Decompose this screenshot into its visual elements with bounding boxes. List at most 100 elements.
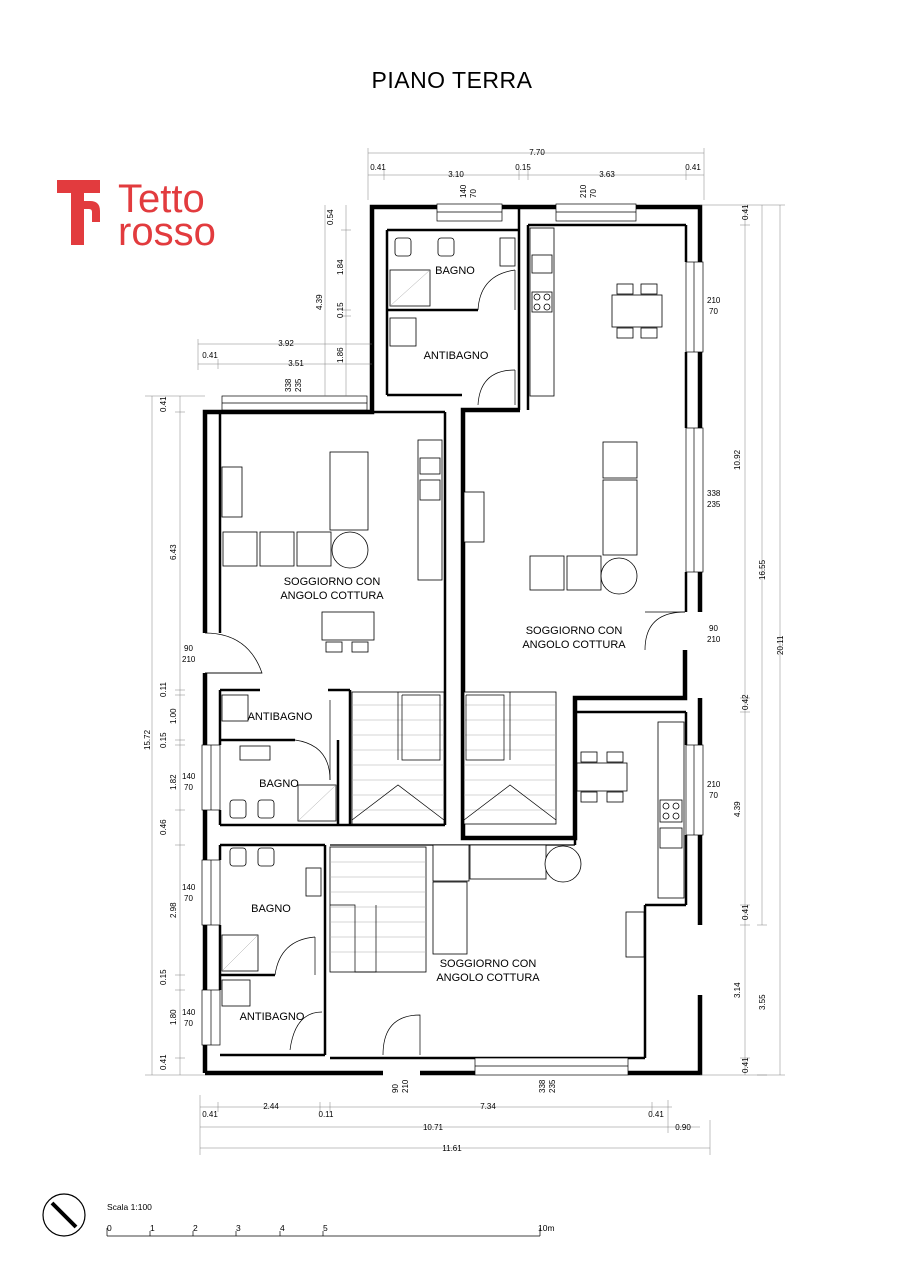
dim-l-182: 1.82 <box>169 774 178 790</box>
stair-steps <box>351 692 557 821</box>
dim-bottom-door-b: 210 <box>401 1079 410 1093</box>
room-label-soggiorno-3a: SOGGIORNO CON <box>440 958 537 970</box>
dim-right-win-2b: 235 <box>707 500 721 509</box>
stair-steps-2 <box>330 861 426 973</box>
dim-win-top-1b: 70 <box>469 189 478 198</box>
dim-bottom-win-a: 338 <box>538 1079 547 1093</box>
scale-tick-5: 5 <box>323 1223 328 1233</box>
dim-b-041a: 0.41 <box>202 1110 218 1119</box>
dim-win-top-2b: 70 <box>589 189 598 198</box>
dim-win-left-1a: 140 <box>182 772 196 781</box>
dim-r-2011: 20.11 <box>776 635 785 655</box>
dim-r-042: 0.42 <box>741 694 750 710</box>
dim-r-439: 4.39 <box>733 801 742 817</box>
dim-right-door-a: 90 <box>709 624 718 633</box>
dim-l-015a: 0.15 <box>159 732 168 748</box>
dim-top-c: 0.15 <box>515 163 531 172</box>
north-arrow-icon <box>42 1193 86 1237</box>
scale-tick-0: 0 <box>107 1223 112 1233</box>
dimension-labels: 7.70 0.41 3.10 0.15 3.63 0.41 140 70 210… <box>143 148 785 1153</box>
room-label-soggiorno-3b: ANGOLO COTTURA <box>436 972 540 984</box>
dim-win-left-2b: 70 <box>184 894 193 903</box>
dim-r-1092: 10.92 <box>733 449 742 470</box>
dim-l-041b: 0.41 <box>159 1054 168 1070</box>
dim-win-left-3a: 140 <box>182 1008 196 1017</box>
logo-mark-icon <box>57 180 100 245</box>
room-label-soggiorno-2a: SOGGIORNO CON <box>526 625 623 637</box>
dim-right-win-1a: 210 <box>707 296 721 305</box>
room-label-bagno-2: BAGNO <box>259 778 299 790</box>
dim-r-041b: 0.41 <box>741 904 750 920</box>
room-label-soggiorno-2b: ANGOLO COTTURA <box>522 639 626 651</box>
walls <box>202 204 703 1076</box>
scale-tick-2: 2 <box>193 1223 198 1233</box>
dim-top-e: 0.41 <box>685 163 701 172</box>
dimension-lines <box>145 148 785 1155</box>
dim-top-d: 3.63 <box>599 170 615 179</box>
dim-b-041b: 0.41 <box>648 1110 664 1119</box>
dim-top-b: 3.10 <box>448 170 464 179</box>
dim-r-314: 3.14 <box>733 982 742 998</box>
scale-bar: Scala 1:100 0 1 2 3 4 5 10m <box>106 1202 555 1237</box>
dim-win-left-1b: 70 <box>184 783 193 792</box>
dim-left-a: 0.54 <box>326 209 335 225</box>
dim-top-a: 0.41 <box>370 163 386 172</box>
dim-r-041c: 0.41 <box>741 1057 750 1073</box>
dim-bottom-door-a: 90 <box>391 1084 400 1093</box>
room-label-antibagno-2: ANTIBAGNO <box>248 711 313 723</box>
dim-b-011: 0.11 <box>319 1110 335 1119</box>
dim-top-total: 7.70 <box>529 148 545 157</box>
dim-b-244: 2.44 <box>263 1102 279 1111</box>
scale-tick-1: 1 <box>150 1223 155 1233</box>
logo-text-2: rosso <box>118 210 216 254</box>
room-label-soggiorno-1b: ANGOLO COTTURA <box>280 590 384 602</box>
dim-l-643: 6.43 <box>169 544 178 560</box>
dim-l-100: 1.00 <box>169 708 178 724</box>
dim-left-d: 1.86 <box>336 347 345 363</box>
scale-tick-10m: 10m <box>538 1223 555 1233</box>
windows <box>201 203 704 1076</box>
dim-b-090: 0.90 <box>675 1123 691 1132</box>
dim-w351: 3.51 <box>288 359 304 368</box>
room-label-antibagno-1: ANTIBAGNO <box>424 350 489 362</box>
page-title: PIANO TERRA <box>372 67 533 93</box>
dim-right-win-1b: 70 <box>709 307 718 316</box>
dim-l-011: 0.11 <box>159 681 168 697</box>
room-labels: BAGNO ANTIBAGNO SOGGIORNO CON ANGOLO COT… <box>240 265 627 1023</box>
dim-left-total: 4.39 <box>315 294 324 310</box>
dim-l-298: 2.98 <box>169 902 178 918</box>
dim-w041: 0.41 <box>202 351 218 360</box>
dim-l-046: 0.46 <box>159 819 168 835</box>
dim-l-180: 1.80 <box>169 1009 178 1025</box>
room-label-bagno-1: BAGNO <box>435 265 475 277</box>
dim-left-c: 0.15 <box>336 302 345 318</box>
dim-left-b: 1.84 <box>336 259 345 275</box>
dim-door-left-b: 210 <box>182 655 196 664</box>
dim-r-041a: 0.41 <box>741 204 750 220</box>
dim-b-1071: 10.71 <box>423 1123 444 1132</box>
dim-win-left-2a: 140 <box>182 883 196 892</box>
dim-right-door-b: 210 <box>707 635 721 644</box>
dim-b-1161: 11.61 <box>442 1144 462 1153</box>
logo: Tetto rosso <box>57 177 216 254</box>
dim-r-1655: 16.55 <box>758 559 767 580</box>
dim-l-015b: 0.15 <box>159 969 168 985</box>
dim-w392: 3.92 <box>278 339 294 348</box>
dim-r-355: 3.55 <box>758 994 767 1010</box>
dim-win-top-2a: 210 <box>579 184 588 198</box>
dim-win-left-mid-a: 338 <box>284 378 293 392</box>
doors <box>204 269 686 1056</box>
dim-win-top-1a: 140 <box>459 184 468 198</box>
dim-l-041a: 0.41 <box>159 396 168 412</box>
dim-b-734: 7.34 <box>480 1102 496 1111</box>
furniture <box>221 227 685 1007</box>
room-label-antibagno-3: ANTIBAGNO <box>240 1011 305 1023</box>
scale-tick-4: 4 <box>280 1223 285 1233</box>
dim-right-win-2a: 338 <box>707 489 721 498</box>
dim-l-1572: 15.72 <box>143 729 152 750</box>
scale-label: Scala 1:100 <box>107 1202 152 1212</box>
dim-right-win-3a: 210 <box>707 780 721 789</box>
room-label-bagno-3: BAGNO <box>251 903 291 915</box>
room-label-soggiorno-1a: SOGGIORNO CON <box>284 576 381 588</box>
